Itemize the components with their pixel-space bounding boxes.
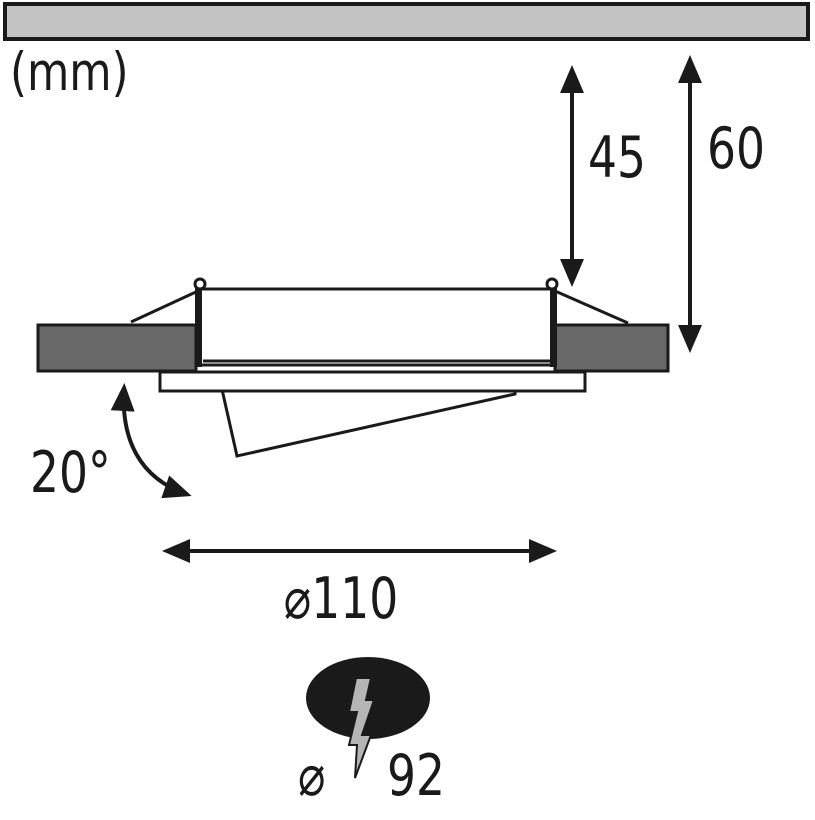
cutout-symbol — [306, 657, 430, 779]
spring-clip-left — [130, 289, 199, 324]
housing-body — [196, 287, 556, 367]
clip-pivot-left — [193, 277, 207, 291]
dimension-label-recess-depth: 45 — [588, 125, 646, 191]
ceiling-panel-right — [553, 323, 670, 373]
lightning-bolt-icon — [347, 677, 376, 779]
units-label: (mm) — [10, 42, 129, 103]
tilt-angle-label: 20° — [30, 440, 111, 506]
housing-wall-right — [550, 286, 557, 367]
dimension-label-outer-diameter: ⌀110 — [284, 566, 398, 632]
spring-clip-right — [554, 289, 629, 325]
cutout-diameter-symbol: ⌀ — [298, 743, 325, 809]
cutout-diameter-value: 92 — [387, 743, 445, 809]
trim-ring — [158, 370, 587, 393]
dimension-label-total-height: 60 — [707, 116, 765, 182]
tilt-angle-arrow — [110, 383, 192, 499]
fixture-housing — [193, 277, 559, 367]
ceiling-slab — [3, 2, 810, 41]
clip-pivot-right — [545, 277, 559, 291]
ceiling-cutout-hole-icon — [306, 657, 430, 739]
housing-wall-left — [195, 286, 202, 367]
ceiling-panel-left — [36, 323, 198, 373]
